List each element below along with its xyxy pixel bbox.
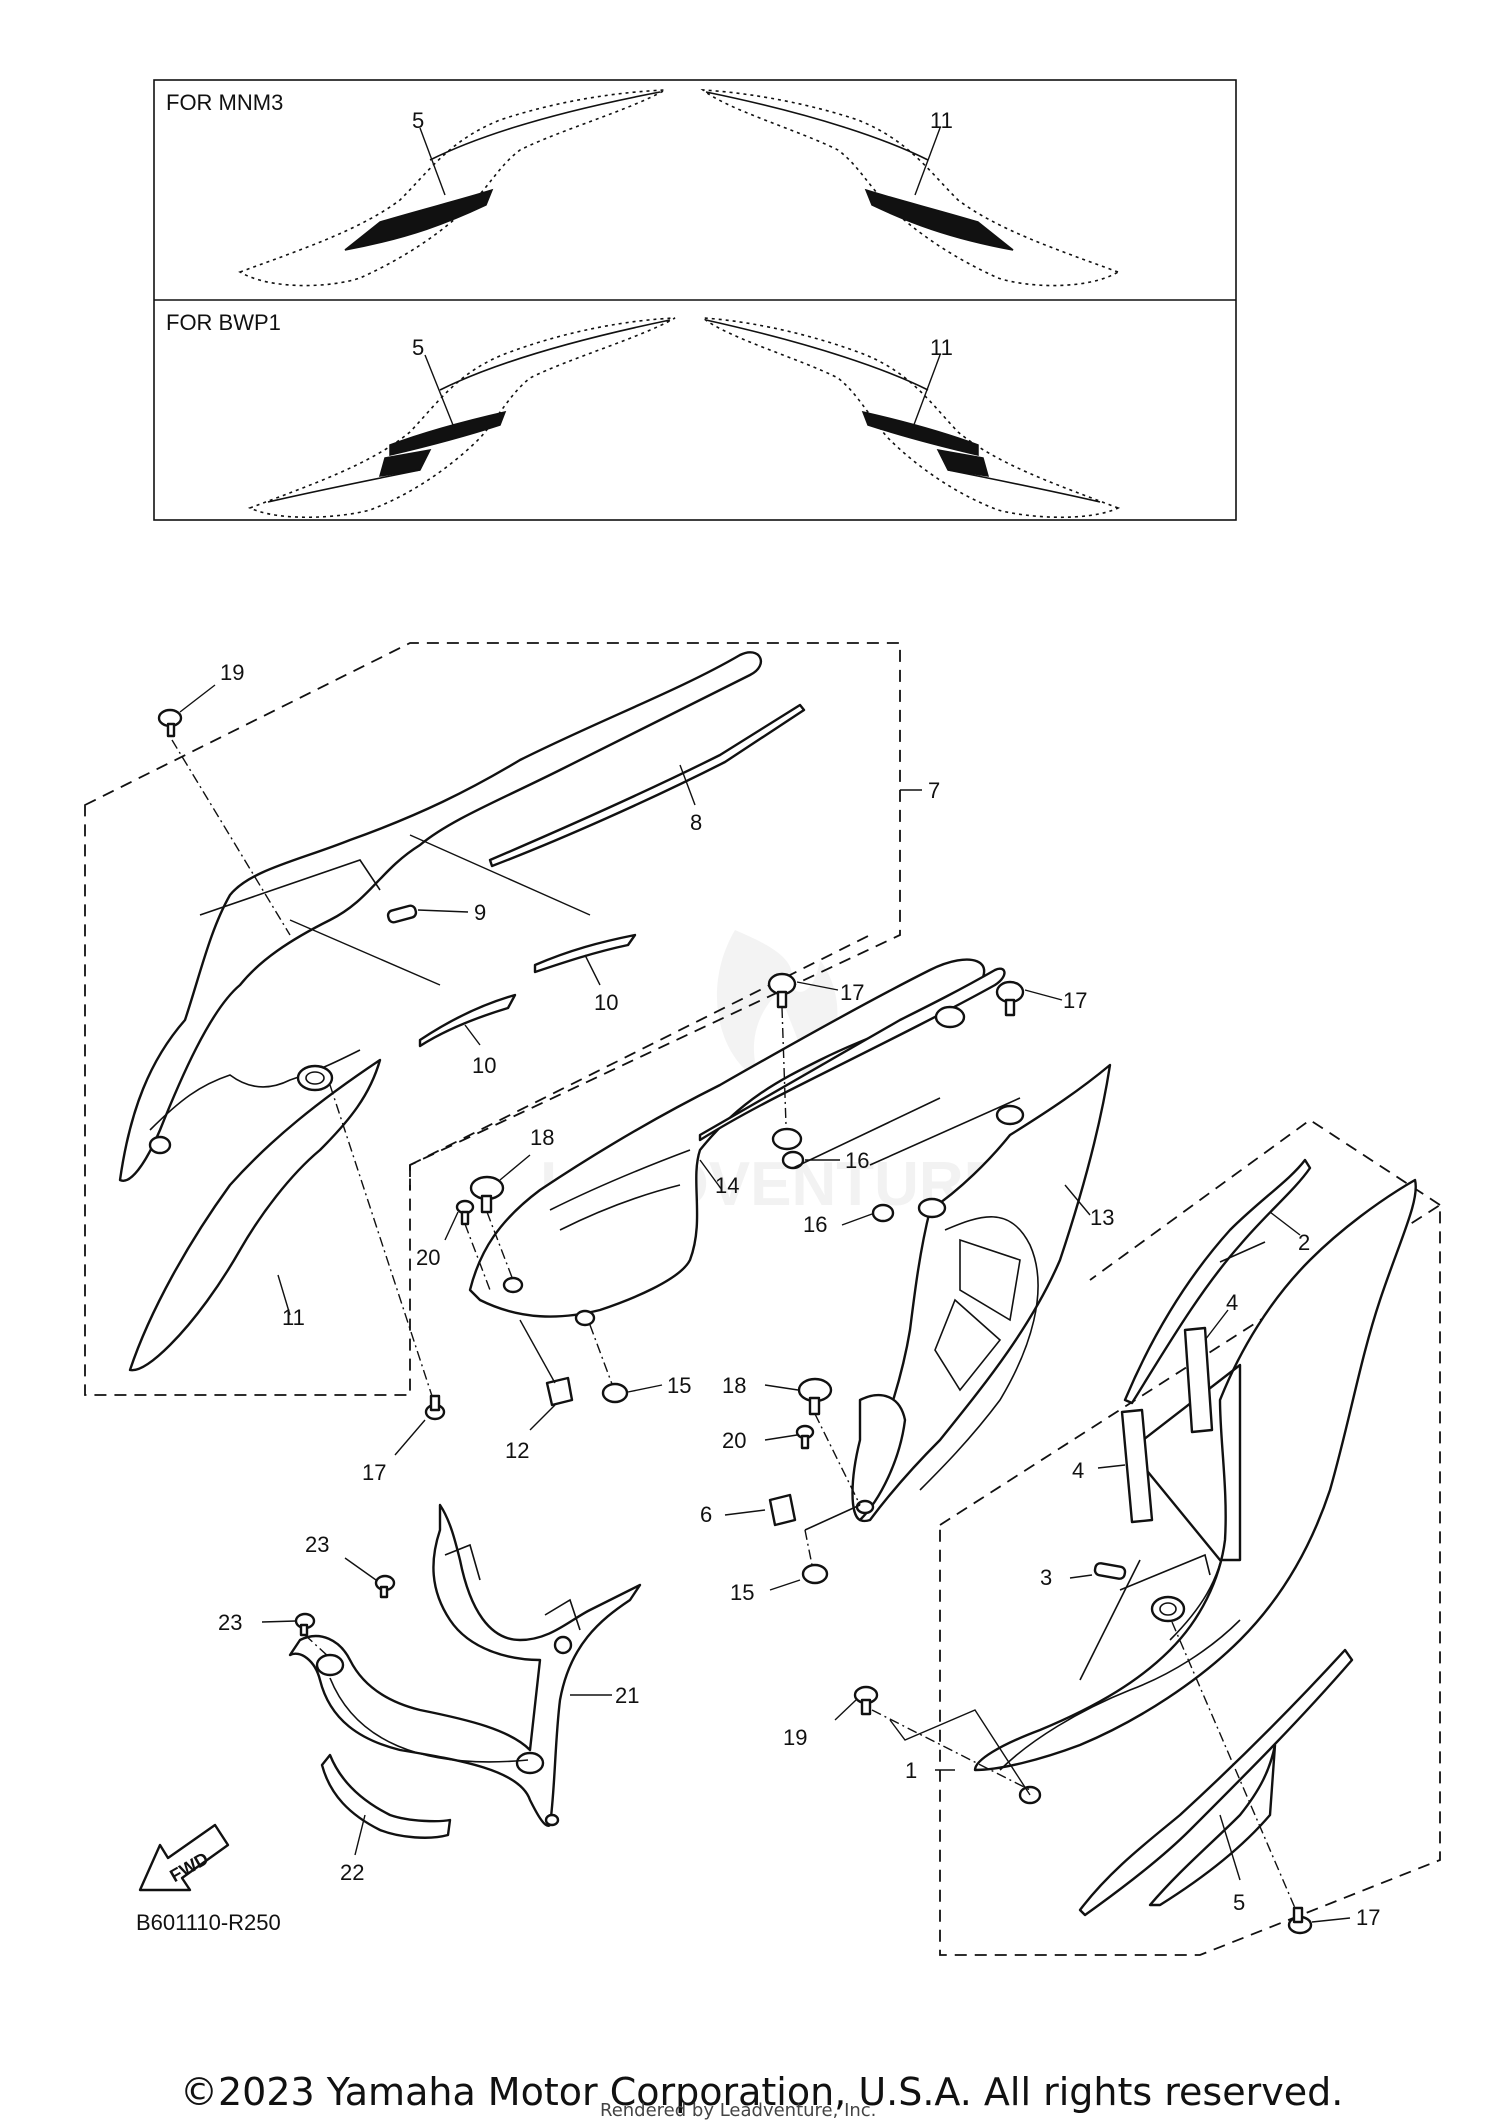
screw-20-right: 20 — [722, 1424, 815, 1453]
variant-mnm3-left-cowl: 5 — [238, 89, 666, 287]
stripe-5: 5 — [1078, 1648, 1354, 1917]
callout-18-right: 18 — [722, 1373, 746, 1398]
callout-5-bwp1: 5 — [412, 335, 424, 360]
bolt-17-right-bottom: 17 — [1171, 1621, 1380, 1935]
callout-11: 11 — [282, 1305, 305, 1330]
callout-5-mnm3: 5 — [412, 108, 424, 133]
part-10-upper: 10 — [533, 933, 637, 1015]
screw-23-upper: 23 — [305, 1532, 396, 1599]
clip-6: 6 — [700, 1493, 861, 1531]
part-9: 9 — [386, 900, 486, 925]
callout-12: 12 — [505, 1438, 529, 1463]
callout-9: 9 — [474, 900, 486, 925]
callout-11-mnm3: 11 — [930, 108, 953, 133]
assembly-7-outline — [84, 642, 901, 1396]
left-side-cover: 11 — [118, 651, 762, 1372]
callout-19-lower: 19 — [783, 1725, 807, 1750]
callout-14: 14 — [715, 1173, 739, 1198]
variant-bwp1-right-cowl: 11 — [700, 317, 1121, 519]
screw-23-lower: 23 — [218, 1610, 529, 1763]
stripe-8: 8 — [488, 703, 806, 868]
assembly-1-outline-upper — [1089, 1118, 1441, 1281]
stripe-4-lower: 4 — [1072, 1408, 1154, 1524]
callout-17-left: 17 — [362, 1460, 386, 1485]
bolt-17-center: 17 — [767, 972, 864, 1126]
callout-4-upper: 4 — [1226, 1290, 1238, 1315]
callout-2: 2 — [1298, 1230, 1310, 1255]
callout-3: 3 — [1040, 1565, 1052, 1590]
bolt-19-upper: 19 — [157, 660, 291, 936]
variant-header-mnm3: FOR MNM3 — [166, 90, 283, 115]
screw-20-left: 20 — [416, 1199, 491, 1291]
part-10-lower: 10 — [418, 993, 517, 1078]
callout-10-upper: 10 — [594, 990, 618, 1015]
grommet-18-left: 18 — [469, 1125, 554, 1281]
callout-20-right: 20 — [722, 1428, 746, 1453]
inner-panel-13: 13 — [851, 1063, 1114, 1523]
variant-box: FOR MNM3 FOR BWP1 5 11 5 — [153, 79, 1237, 521]
clip-12: 12 — [505, 1319, 574, 1463]
copyright-notice: ©2023 Yamaha Motor Corporation, U.S.A. A… — [180, 2070, 1344, 2114]
callout-10-lower: 10 — [472, 1053, 496, 1078]
diagram-code: B601110-R250 — [136, 1910, 281, 1935]
callout-17-right-top: 17 — [1063, 988, 1087, 1013]
callout-15-right: 15 — [730, 1580, 754, 1605]
rendered-by: Rendered by Leadventure, Inc. — [600, 2100, 877, 2121]
variant-header-bwp1: FOR BWP1 — [166, 310, 281, 335]
callout-8: 8 — [690, 810, 702, 835]
callout-17-center: 17 — [840, 980, 864, 1005]
trim-22: 22 — [320, 1753, 452, 1885]
callout-1: 1 — [905, 1758, 917, 1783]
inner-panel-14: 14 — [468, 958, 1006, 1327]
callout-19-upper: 19 — [220, 660, 244, 685]
panel-14-leader — [792, 1097, 941, 1169]
callout-22: 22 — [340, 1860, 364, 1885]
right-side-cover — [973, 1178, 1417, 1805]
callout-15-left: 15 — [667, 1373, 691, 1398]
bolt-19-lower: 19 — [783, 1685, 1031, 1791]
grommet-18-right: 18 — [722, 1373, 861, 1506]
assembly-1-bracket: 1 — [889, 1709, 1031, 1796]
variant-mnm3-right-cowl: 11 — [700, 89, 1120, 287]
callout-11-bwp1: 11 — [930, 335, 953, 360]
nut-15-right: 15 — [730, 1529, 829, 1605]
callout-23-upper: 23 — [305, 1532, 329, 1557]
callout-7: 7 — [928, 778, 940, 803]
stripe-2: 2 — [1123, 1158, 1312, 1405]
bolt-17-left: 17 — [329, 1084, 446, 1485]
callout-13: 13 — [1090, 1205, 1114, 1230]
fwd-arrow-icon: FWD — [138, 1823, 230, 1892]
callout-6: 6 — [700, 1502, 712, 1527]
callout-21: 21 — [615, 1683, 639, 1708]
callout-16-lower: 16 — [803, 1212, 827, 1237]
callout-4-lower: 4 — [1072, 1458, 1084, 1483]
callout-5: 5 — [1233, 1890, 1245, 1915]
callout-16-upper: 16 — [845, 1148, 869, 1173]
callout-18-left: 18 — [530, 1125, 554, 1150]
callout-17-right-bottom: 17 — [1356, 1905, 1380, 1930]
part-3: 3 — [1040, 1553, 1211, 1591]
nut-15-left: 15 — [589, 1324, 691, 1404]
variant-bwp1-left-cowl: 5 — [247, 317, 676, 519]
under-cowl-21: 21 — [288, 1503, 642, 1827]
panel-13-leader — [869, 1097, 1021, 1166]
bolt-17-right-top: 17 — [995, 980, 1087, 1017]
assembly-14-outline — [409, 934, 871, 1190]
stripe-4-upper: 4 — [1183, 1290, 1238, 1434]
callout-20-left: 20 — [416, 1245, 440, 1270]
nut-16-lower: 16 — [803, 1203, 895, 1237]
callout-23-lower: 23 — [218, 1610, 242, 1635]
